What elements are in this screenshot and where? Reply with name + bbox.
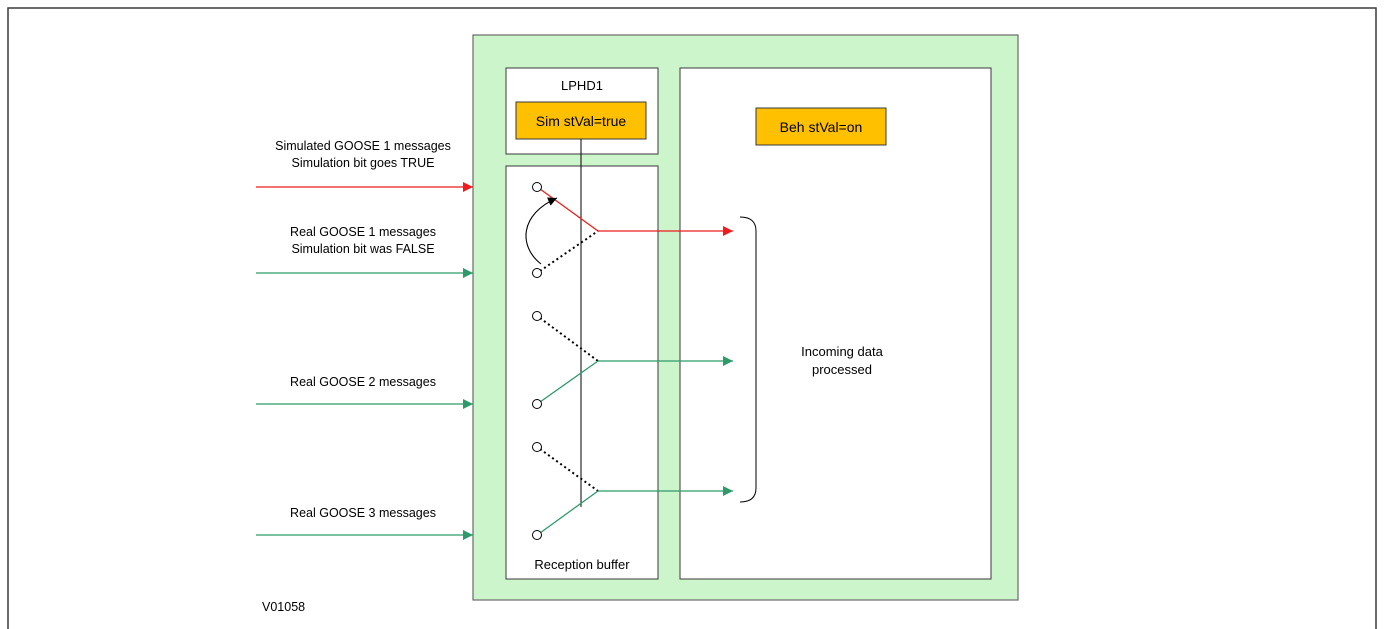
switch-over-arrow: [525, 197, 558, 265]
input-2-label-line2: Simulation bit was FALSE: [291, 242, 434, 256]
sim-status-label: Sim stVal=true: [536, 113, 627, 129]
processing-label-line1: Incoming data: [801, 344, 883, 359]
switch-2-real-contact: [539, 360, 599, 403]
figure-id: V01058: [262, 600, 305, 614]
output-bracket: [739, 216, 757, 503]
reception-buffer-label: Reception buffer: [534, 557, 630, 572]
switch-3-real-contact: [539, 490, 599, 534]
terminal-3a: [532, 442, 542, 452]
beh-status-label: Beh stVal=on: [780, 119, 863, 135]
terminal-1a: [532, 182, 542, 192]
terminal-3b: [532, 530, 542, 540]
switch-2-idle-contact: [539, 317, 599, 362]
lphd1-title: LPHD1: [561, 78, 603, 93]
terminal-2b: [532, 399, 542, 409]
input-1-label-line1: Simulated GOOSE 1 messages: [275, 139, 451, 153]
switch-1-real-contact: [539, 230, 599, 272]
input-2-label-line1: Real GOOSE 1 messages: [290, 225, 436, 239]
beh-status-box: [755, 107, 887, 146]
input-4-label: Real GOOSE 3 messages: [290, 506, 436, 520]
figure-frame: [7, 7, 1377, 629]
processing-label-line2: processed: [812, 362, 872, 377]
input-1-label-line2: Simulation bit goes TRUE: [292, 156, 435, 170]
terminal-2a: [532, 311, 542, 321]
switch-3-idle-contact: [539, 448, 599, 492]
terminal-1b: [532, 268, 542, 278]
input-3-label: Real GOOSE 2 messages: [290, 375, 436, 389]
switch-1-simulated-contact: [539, 188, 599, 232]
